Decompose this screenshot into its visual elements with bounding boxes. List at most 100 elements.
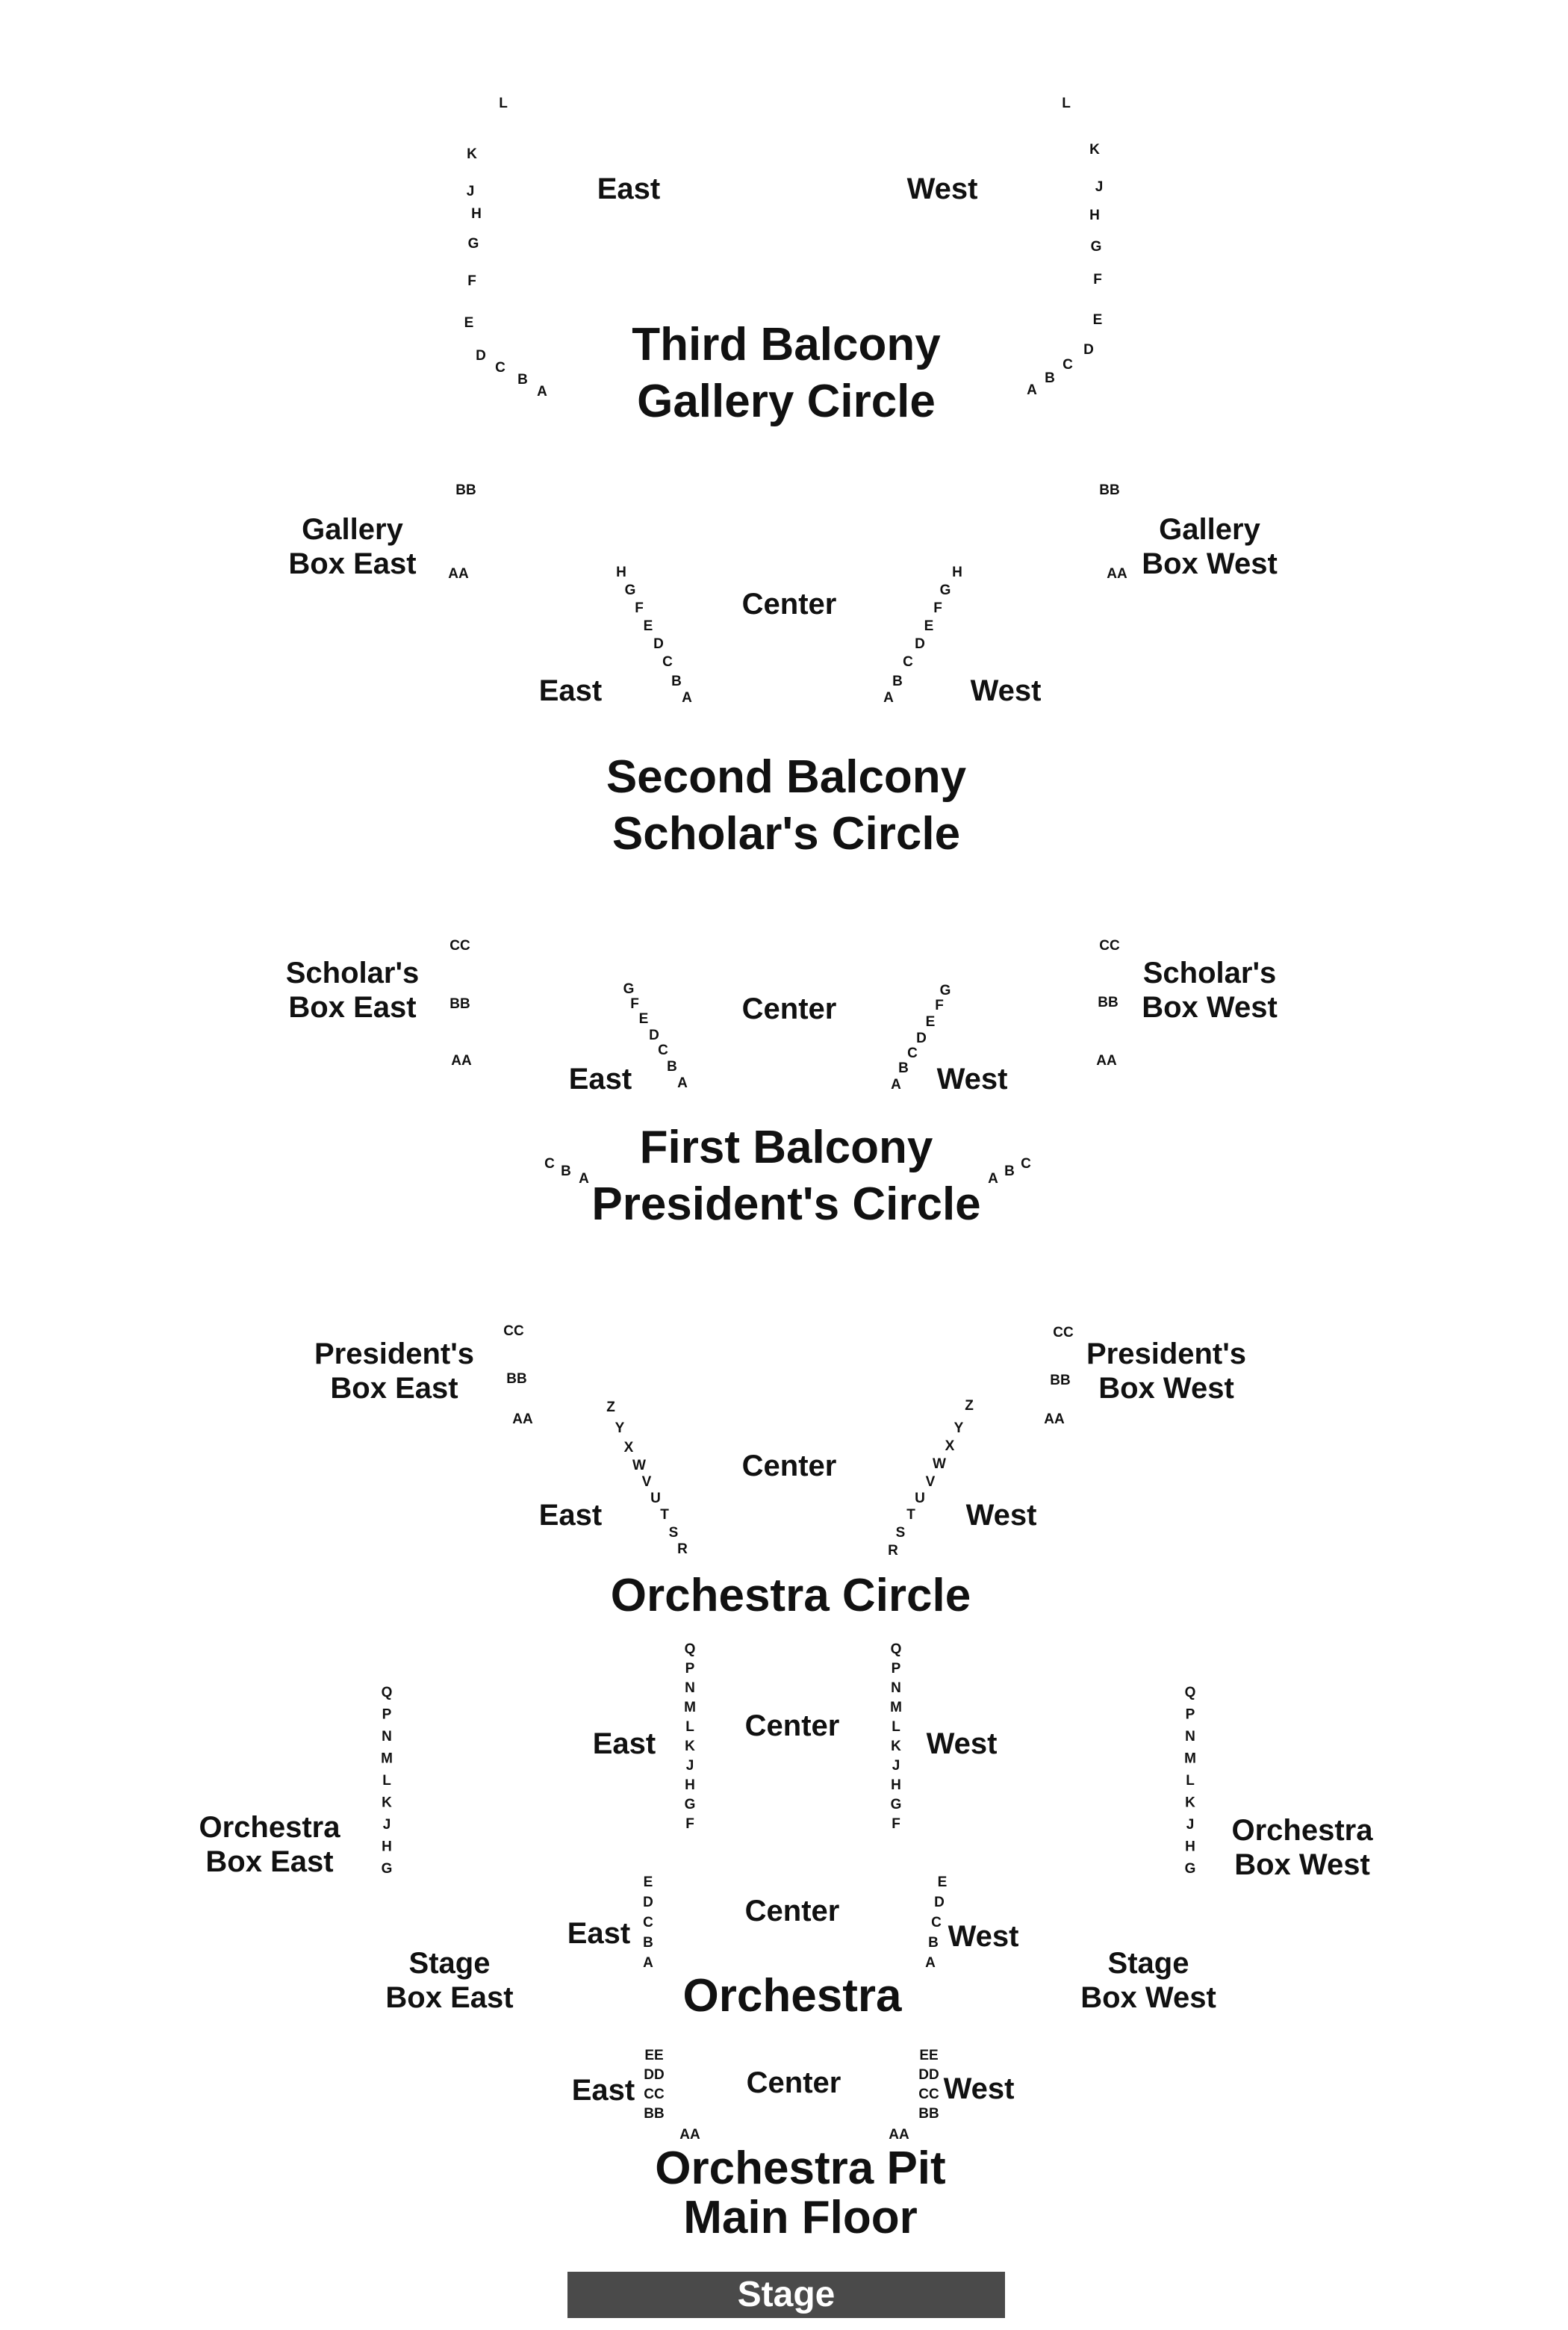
presidents-box-east-label-line2: Box East bbox=[330, 1372, 458, 1405]
scholars-box-east-label: Scholar's bbox=[286, 957, 419, 990]
orchestra-box-east-row-j: J bbox=[383, 1817, 391, 1833]
second-balcony-west-row-f: F bbox=[933, 600, 942, 616]
first-balcony-east-row-e: E bbox=[639, 1011, 649, 1027]
first-balcony-east-row-f: F bbox=[630, 996, 639, 1012]
second-balcony-east-row-a: A bbox=[682, 690, 692, 706]
first-balcony-west-row-b: B bbox=[898, 1060, 909, 1076]
first-balcony-front-east-row-a: A bbox=[579, 1171, 589, 1187]
orchestra-box-east-row-l: L bbox=[382, 1773, 391, 1789]
orchestra-upper-east-row-q: Q bbox=[685, 1641, 696, 1657]
orchestra-circle-east-row-r: R bbox=[677, 1541, 688, 1557]
orchestra-circle-west-row-u: U bbox=[915, 1491, 925, 1506]
third-balcony-east-row-h: H bbox=[471, 206, 482, 222]
stage-label: Stage bbox=[738, 2275, 836, 2314]
orchestra-circle-east-row-y: Y bbox=[615, 1420, 625, 1436]
orchestra-pit-east-label: East bbox=[572, 2074, 635, 2107]
third-balcony-east-row-j: J bbox=[467, 184, 475, 199]
orchestra-box-east-label: Orchestra bbox=[199, 1811, 341, 1844]
orchestra-pit-east-row-bb: BB bbox=[644, 2106, 664, 2122]
orchestra-lower-east-row-a: A bbox=[643, 1955, 653, 1971]
orchestra-circle-west-row-y: Y bbox=[954, 1420, 964, 1436]
gallery-box-east-row-aa: AA bbox=[448, 566, 469, 582]
orchestra-pit-west-row-cc: CC bbox=[918, 2087, 939, 2102]
orchestra-lower-west-row-c: C bbox=[931, 1915, 942, 1930]
orchestra-box-west-row-q: Q bbox=[1185, 1685, 1196, 1700]
orchestra-box-east-row-n: N bbox=[382, 1729, 392, 1745]
first-balcony-west-row-c: C bbox=[907, 1046, 918, 1061]
first-balcony-front-west-row-a: A bbox=[988, 1171, 998, 1187]
gallery-box-west-label: Gallery bbox=[1159, 513, 1260, 546]
orchestra-box-east-row-g: G bbox=[382, 1861, 393, 1877]
third-balcony-west-row-b: B bbox=[1045, 370, 1055, 386]
orchestra-circle-east-row-s: S bbox=[669, 1525, 679, 1541]
scholars-box-west-label-line2: Box West bbox=[1142, 991, 1278, 1024]
stage-block bbox=[567, 2272, 1005, 2318]
third-balcony-east-row-f: F bbox=[467, 273, 476, 289]
gallery-box-west-row-aa: AA bbox=[1107, 566, 1127, 582]
first-balcony-front-west-row-b: B bbox=[1004, 1164, 1015, 1179]
orchestra-circle-east-row-z: Z bbox=[606, 1399, 615, 1415]
scholars-box-east-row-cc: CC bbox=[449, 938, 470, 954]
presidents-box-west-row-bb: BB bbox=[1050, 1373, 1070, 1388]
orchestra-upper-west-row-h: H bbox=[891, 1777, 901, 1793]
second-balcony-east-row-c: C bbox=[662, 654, 673, 670]
first-balcony-front-west-row-c: C bbox=[1021, 1156, 1031, 1172]
first-balcony-front-east-row-c: C bbox=[544, 1156, 555, 1172]
first-balcony-east-row-b: B bbox=[667, 1059, 677, 1075]
first-balcony-west-row-d: D bbox=[916, 1031, 927, 1046]
orchestra-box-west-row-k: K bbox=[1185, 1795, 1195, 1811]
orchestra-upper-west-label: West bbox=[927, 1727, 998, 1760]
orchestra-upper-east-row-m: M bbox=[684, 1700, 696, 1715]
third-balcony-west-label: West bbox=[907, 173, 978, 205]
second-balcony-east-row-h: H bbox=[616, 565, 626, 580]
scholars-box-east-row-aa: AA bbox=[451, 1053, 472, 1069]
first-balcony-center-label: Center bbox=[742, 992, 837, 1025]
orchestra-upper-west-row-j: J bbox=[892, 1758, 900, 1774]
third-balcony-east-row-l: L bbox=[499, 96, 508, 111]
gallery-box-west-label-line2: Box West bbox=[1142, 547, 1278, 580]
first-balcony-east-row-d: D bbox=[649, 1028, 659, 1043]
orchestra-upper-east-row-h: H bbox=[685, 1777, 695, 1793]
orchestra-title: Orchestra bbox=[683, 1970, 902, 2022]
first-balcony-east-row-a: A bbox=[677, 1075, 688, 1091]
orchestra-circle-east-row-u: U bbox=[650, 1491, 661, 1506]
third-balcony-east-row-a: A bbox=[537, 384, 547, 400]
orchestra-pit-west-row-aa: AA bbox=[889, 2127, 909, 2143]
presidents-box-east-row-bb: BB bbox=[506, 1371, 526, 1387]
orchestra-pit-west-row-ee: EE bbox=[919, 2048, 938, 2063]
stage-box-west-label: Stage bbox=[1108, 1947, 1189, 1980]
orchestra-pit-east-row-dd: DD bbox=[644, 2067, 664, 2083]
orchestra-upper-east-row-n: N bbox=[685, 1680, 695, 1696]
stage-box-east-label: Stage bbox=[409, 1947, 491, 1980]
stage-box-east-label-line2: Box East bbox=[385, 1981, 513, 2014]
stage-box-west-label-line2: Box West bbox=[1080, 1981, 1216, 2014]
first-balcony-west-row-f: F bbox=[935, 998, 944, 1013]
orchestra-box-west-row-h: H bbox=[1185, 1839, 1195, 1855]
third-balcony-east-row-k: K bbox=[467, 146, 477, 162]
second-balcony-east-row-d: D bbox=[653, 636, 664, 652]
presidents-box-east-label: President's bbox=[314, 1338, 474, 1370]
orchestra-box-east-row-p: P bbox=[382, 1707, 392, 1723]
presidents-box-west-row-aa: AA bbox=[1044, 1411, 1065, 1427]
orchestra-circle-west-row-r: R bbox=[888, 1543, 898, 1559]
main-floor-title: Main Floor bbox=[683, 2192, 917, 2243]
first-balcony-title: First Balcony bbox=[640, 1122, 933, 1173]
scholars-circle-title: Scholar's Circle bbox=[612, 808, 960, 860]
orchestra-upper-west-row-n: N bbox=[891, 1680, 901, 1696]
orchestra-box-east-row-q: Q bbox=[382, 1685, 393, 1700]
scholars-box-west-label: Scholar's bbox=[1143, 957, 1276, 990]
second-balcony-east-row-g: G bbox=[625, 582, 636, 598]
orchestra-pit-east-row-cc: CC bbox=[644, 2087, 665, 2102]
orchestra-pit-west-row-dd: DD bbox=[918, 2067, 939, 2083]
orchestra-box-east-row-h: H bbox=[382, 1839, 392, 1855]
presidents-box-west-label-line2: Box West bbox=[1098, 1372, 1234, 1405]
first-balcony-west-row-a: A bbox=[891, 1077, 901, 1093]
first-balcony-west-row-e: E bbox=[926, 1014, 936, 1030]
orchestra-lower-east-row-c: C bbox=[643, 1915, 653, 1930]
gallery-circle-title: Gallery Circle bbox=[637, 376, 936, 427]
orchestra-lower-west-row-b: B bbox=[928, 1935, 939, 1951]
third-balcony-east-row-g: G bbox=[468, 236, 479, 252]
orchestra-upper-center-label: Center bbox=[745, 1709, 840, 1742]
second-balcony-west-row-g: G bbox=[940, 582, 951, 598]
orchestra-upper-east-label: East bbox=[593, 1727, 656, 1760]
